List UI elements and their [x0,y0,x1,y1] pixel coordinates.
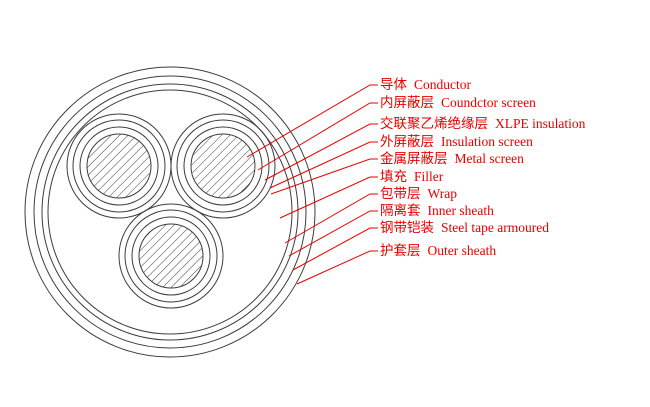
cable-core-top-right [170,113,276,219]
cable-core-top-left [66,113,172,219]
xlpe-insulation-circle [79,126,159,206]
insulation-screen-circle [176,119,270,213]
outer-sheath-circle [24,66,316,358]
leader-line-metal-screen [270,158,378,195]
inner-sheath-circle [41,83,299,341]
leader-line-conductor-screen [257,102,378,171]
conductor-circle [86,133,152,199]
cable-outer-layers [24,66,316,358]
conductor-circle [138,223,204,289]
leader-line-inner-sheath [288,210,378,257]
steel-tape-armour-circle [33,75,307,349]
metal-screen-circle [118,203,224,309]
conductor-circle [190,133,256,199]
leader-line-filler [279,176,378,219]
leader-line-xlpe-insulation [264,123,378,181]
leader-lines [246,84,378,285]
leader-line-outer-sheath [296,250,378,285]
insulation-screen-circle [124,209,218,303]
insulation-screen-circle [72,119,166,213]
metal-screen-circle [170,113,276,219]
xlpe-insulation-circle [131,216,211,296]
cable-core-bottom [118,203,224,309]
leader-line-insulation-screen [269,141,378,189]
leader-line-wrap [284,193,378,244]
xlpe-insulation-circle [183,126,263,206]
leader-line-steel-tape [292,227,378,271]
leader-line-conductor [246,84,378,158]
